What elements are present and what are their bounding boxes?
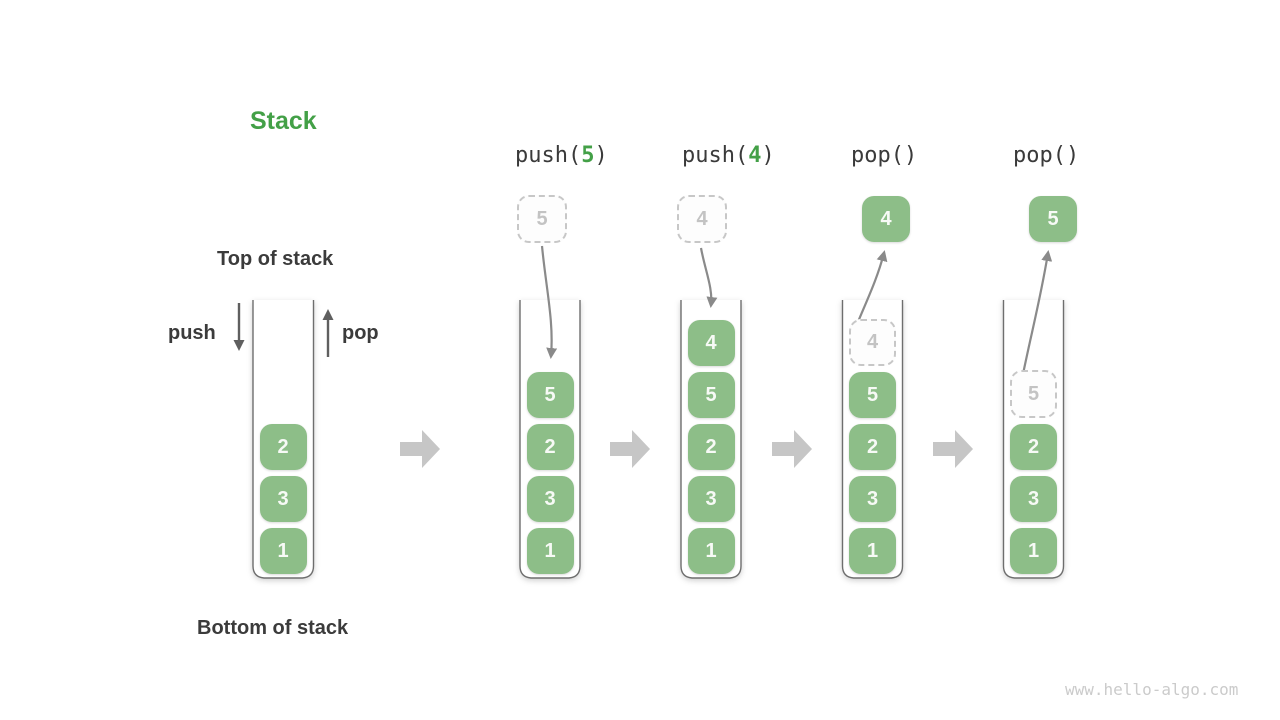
watermark: www.hello-algo.com: [1065, 680, 1239, 699]
stack-cell: 5: [526, 372, 574, 418]
transition-arrow: [933, 430, 973, 468]
stack-cell: 1: [259, 528, 307, 574]
op-pre: pop(): [1013, 143, 1080, 168]
bottom-of-stack-label: Bottom of stack: [197, 617, 349, 639]
stack-cell: 1: [1010, 528, 1057, 574]
stack-cell: 2: [687, 424, 735, 470]
removed-value-ghost-cell: 4: [849, 319, 896, 366]
op-post: ): [594, 143, 608, 168]
transition-arrow: [400, 430, 440, 468]
pushed-value-ghost-box: 4: [677, 195, 727, 243]
stack-cell: 3: [526, 476, 574, 522]
stack-cell: 1: [849, 528, 896, 574]
transition-arrow: [610, 430, 650, 468]
stack-cell: 4: [687, 320, 735, 366]
popped-value-box: 5: [1029, 196, 1077, 242]
stack-cell: 2: [849, 424, 896, 470]
stack-cell: 3: [687, 476, 735, 522]
op-arg: 5: [581, 143, 595, 168]
stack-cell: 2: [1010, 424, 1057, 470]
op-arg: 4: [748, 143, 762, 168]
op-label-push-5: push(5): [515, 143, 608, 169]
removed-value-ghost-cell: 5: [1010, 370, 1057, 418]
pop-label: pop: [342, 322, 379, 344]
diagram-title: Stack: [250, 107, 317, 135]
stack-cell: 3: [259, 476, 307, 522]
top-of-stack-label: Top of stack: [217, 248, 334, 270]
op-post: ): [761, 143, 775, 168]
stack-cell: 2: [526, 424, 574, 470]
op-pre: push(: [515, 143, 582, 168]
stack-cell: 2: [259, 424, 307, 470]
push-label: push: [168, 322, 216, 344]
op-label-pop-1: pop(): [851, 143, 917, 169]
stack-cell: 1: [526, 528, 574, 574]
pop-curve-arrow: [1019, 250, 1053, 385]
popped-value-box: 4: [862, 196, 910, 242]
stack-cell: 5: [687, 372, 735, 418]
push-curve-arrow: [699, 247, 718, 308]
transition-arrow: [772, 430, 812, 468]
op-label-pop-2: pop(): [1013, 143, 1079, 169]
stack-cell: 3: [849, 476, 896, 522]
op-label-push-4: push(4): [682, 143, 775, 169]
op-pre: push(: [682, 143, 749, 168]
op-pre: pop(): [851, 143, 918, 168]
stack-cell: 3: [1010, 476, 1057, 522]
pushed-value-ghost-box: 5: [517, 195, 567, 243]
push-curve-arrow: [540, 245, 558, 359]
stack-cell: 5: [849, 372, 896, 418]
stack-cell: 1: [687, 528, 735, 574]
